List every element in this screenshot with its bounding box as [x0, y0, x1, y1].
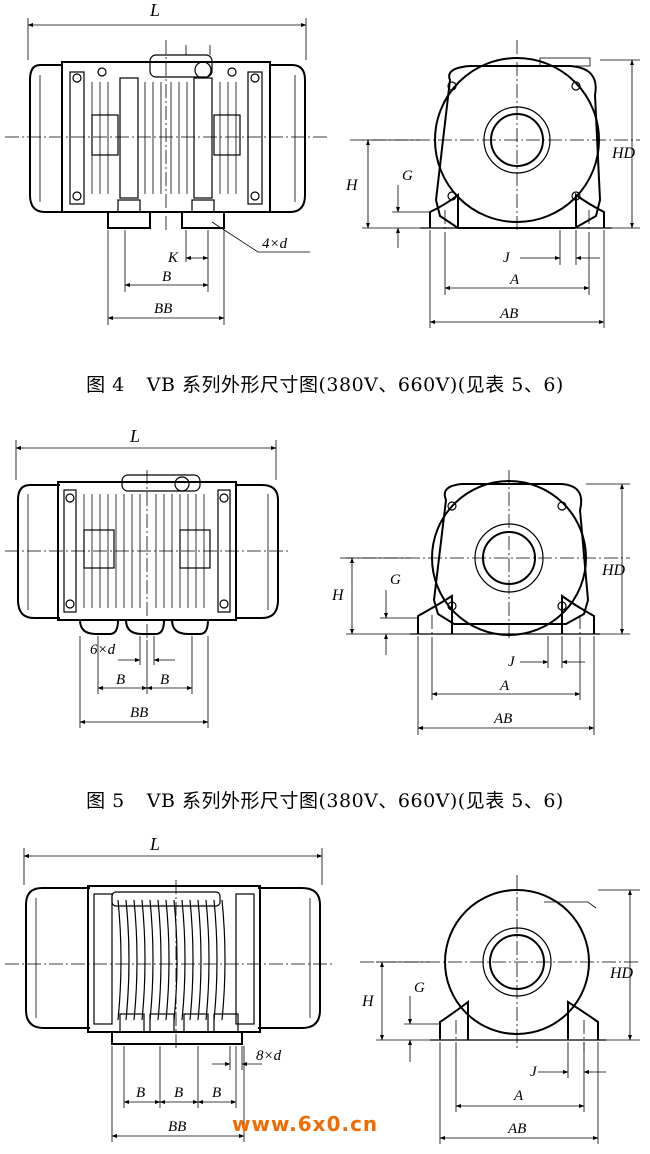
fig5-dim-L: L: [129, 426, 140, 446]
fig4-dim-A: A: [509, 272, 520, 288]
fig4-dim-HD: HD: [611, 145, 636, 162]
fig6-dim-G: G: [414, 980, 425, 996]
fig5-front-view: H G HD J A AB: [331, 470, 630, 735]
fig4-caption-text: VB 系列外形尺寸图(380V、660V)(见表 5、6): [146, 374, 564, 396]
fig5-dim-A: A: [499, 678, 510, 694]
fig4-dim-L: L: [149, 0, 160, 20]
fig6-dim-J: J: [530, 1064, 538, 1080]
fig5-dim-HD: HD: [601, 562, 626, 579]
fig6-dim-H: H: [361, 993, 375, 1010]
fig6-dim-B2: B: [174, 1085, 183, 1101]
fig6-dim-holes: 8×d: [256, 1048, 282, 1064]
fig5-caption-number: 图 5: [86, 790, 125, 812]
fig5-dim-BB: BB: [130, 705, 148, 721]
fig4-dim-AB: AB: [499, 306, 518, 322]
fig5-side-view: L 6×d B B BB: [5, 426, 290, 728]
fig4-dim-H: H: [345, 177, 359, 194]
fig4-dim-G: G: [402, 168, 413, 184]
fig6-dim-A: A: [513, 1088, 524, 1104]
fig4-dim-J: J: [503, 250, 511, 266]
fig4-front-view: H G HD J A AB: [345, 40, 640, 328]
fig5-dim-H: H: [331, 587, 345, 604]
fig6-dim-HD: HD: [609, 965, 634, 982]
fig4-side-view: L K B BB 4×d: [5, 0, 330, 325]
fig5-dim-B1: B: [116, 672, 125, 688]
fig4-dim-BB: BB: [154, 301, 172, 317]
fig4-dim-holes: 4×d: [262, 236, 288, 252]
fig4-dim-B: B: [162, 269, 171, 285]
fig5-caption: 图 5 VB 系列外形尺寸图(380V、660V)(见表 5、6): [0, 786, 650, 813]
fig5-dim-AB: AB: [493, 711, 512, 727]
fig6-side-view: L 8×d B B B BB: [5, 834, 335, 1142]
fig6-dim-BB: BB: [168, 1119, 186, 1135]
fig5-caption-text: VB 系列外形尺寸图(380V、660V)(见表 5、6): [146, 790, 564, 812]
fig5-dim-holes: 6×d: [90, 642, 116, 658]
fig5-dim-G: G: [390, 572, 401, 588]
fig6-front-view: H G HD J A AB: [360, 875, 640, 1144]
fig5-dim-B2: B: [160, 672, 169, 688]
fig4-caption: 图 4 VB 系列外形尺寸图(380V、660V)(见表 5、6): [0, 370, 650, 397]
fig4-dim-K: K: [167, 250, 179, 266]
fig6-dim-B3: B: [212, 1085, 221, 1101]
fig6-dim-B1: B: [136, 1085, 145, 1101]
watermark: www.6x0.cn: [232, 1112, 379, 1136]
fig5-dim-J: J: [508, 654, 516, 670]
fig6-dim-L: L: [149, 834, 160, 854]
fig6-dim-AB: AB: [507, 1121, 526, 1137]
fig4-caption-number: 图 4: [86, 374, 125, 396]
